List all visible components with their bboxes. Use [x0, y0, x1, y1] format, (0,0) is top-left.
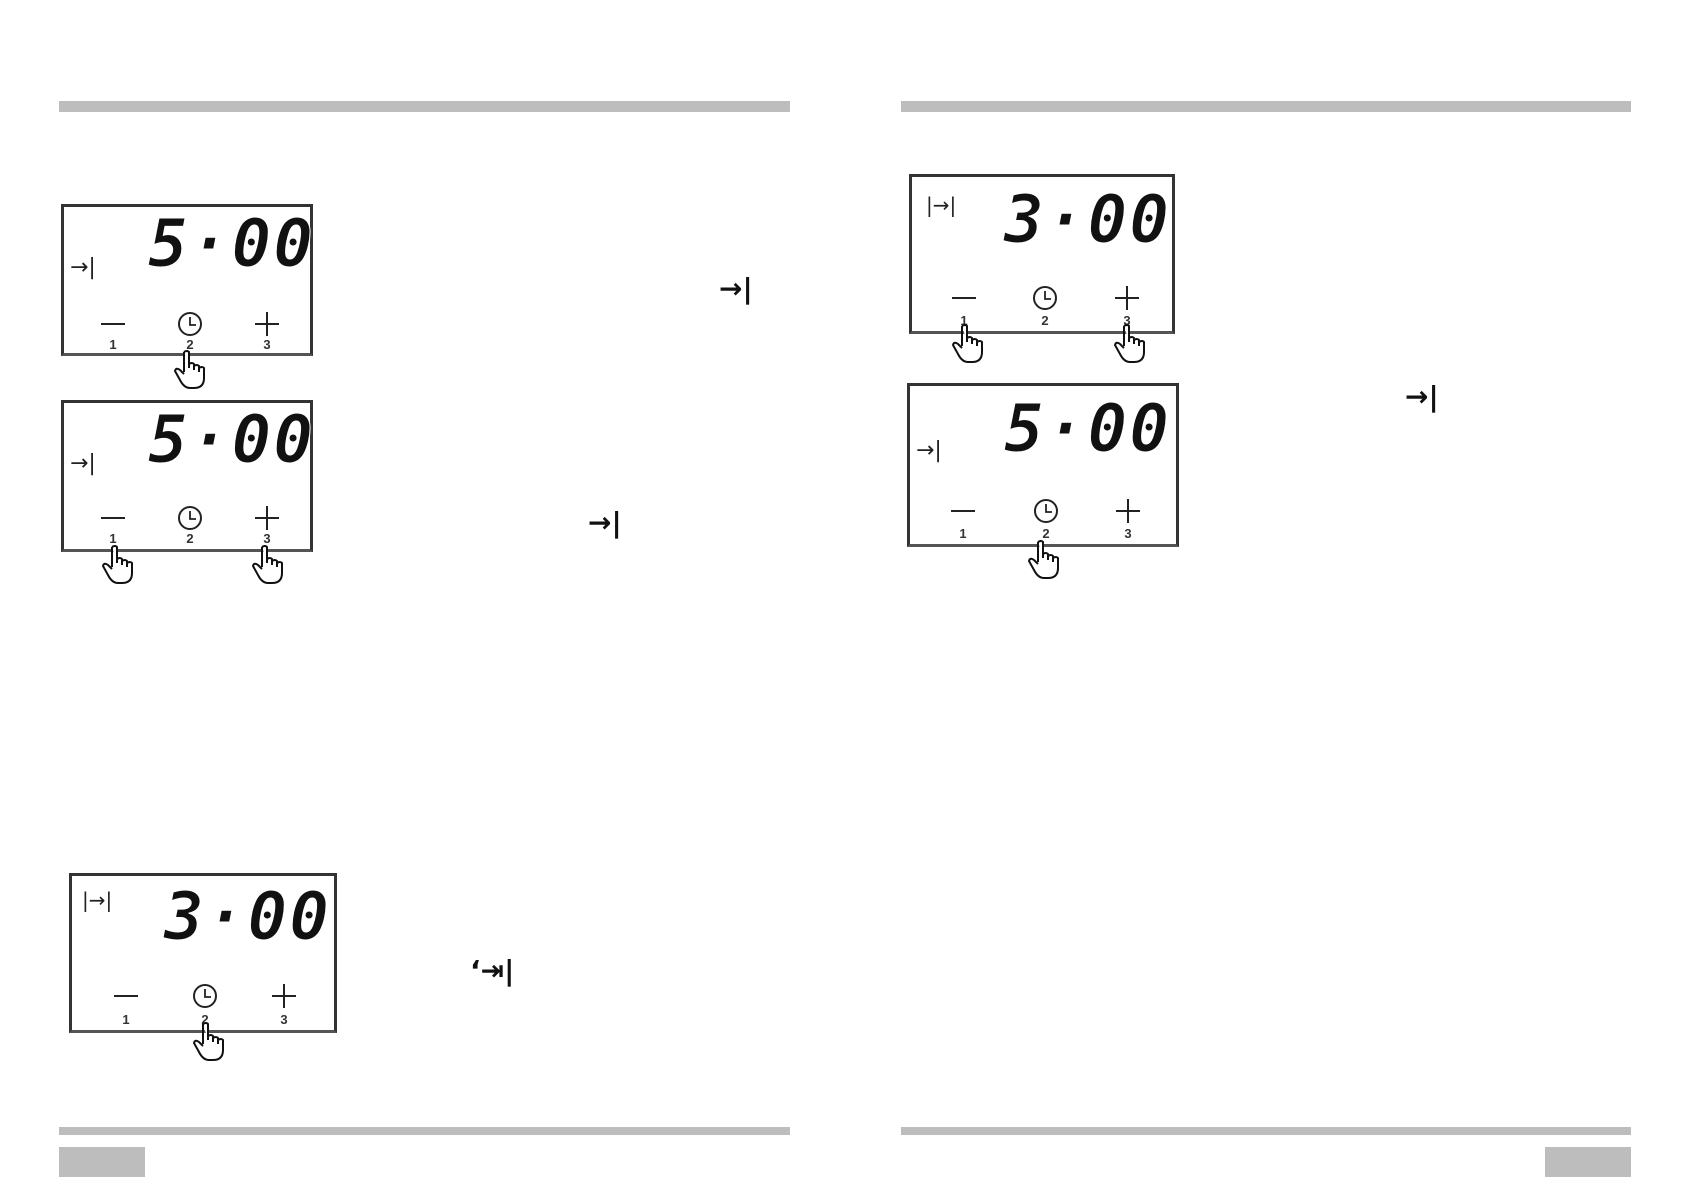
clock-icon[interactable] — [175, 309, 205, 339]
duration-symbol: ‘⇥| — [470, 954, 515, 987]
clock-icon[interactable] — [1030, 283, 1060, 313]
time-readout: 5·00 — [1004, 390, 1171, 467]
time-readout: 3·00 — [164, 878, 331, 955]
end-time-symbol: →| — [1405, 380, 1439, 413]
left-page-number-tab — [59, 1147, 145, 1177]
button-number-1: 1 — [122, 1012, 130, 1027]
button-number-3: 3 — [1124, 526, 1132, 541]
duration-indicator: |→| — [926, 193, 957, 217]
plus-icon[interactable] — [1113, 496, 1143, 526]
button-number-3: 3 — [263, 531, 271, 546]
pointing-hand-icon — [174, 350, 205, 389]
left-page-footer-rule — [59, 1127, 790, 1135]
clock-icon[interactable] — [175, 503, 205, 533]
plus-icon[interactable] — [252, 309, 282, 339]
time-readout: 5·00 — [148, 205, 315, 282]
minus-icon[interactable] — [98, 503, 128, 533]
pointing-hand-icon — [1114, 324, 1145, 363]
end-time-indicator: →| — [70, 255, 96, 280]
end-time-symbol: →| — [588, 506, 622, 539]
end-time-indicator: →| — [70, 451, 96, 476]
minus-icon[interactable] — [949, 283, 979, 313]
end-time-symbol: →| — [719, 272, 753, 305]
clock-icon[interactable] — [190, 981, 220, 1011]
minus-icon[interactable] — [111, 981, 141, 1011]
pointing-hand-icon — [1028, 540, 1059, 579]
left-page-header-rule — [59, 101, 790, 112]
button-number-3: 3 — [263, 337, 271, 352]
pointing-hand-icon — [193, 1022, 224, 1061]
timer-display-panel: |→| 3·00 1 2 3 — [909, 174, 1175, 334]
button-number-3: 3 — [1123, 313, 1131, 328]
button-number-2: 2 — [1041, 313, 1049, 328]
right-page-number-tab — [1545, 1147, 1631, 1177]
button-number-1: 1 — [109, 531, 117, 546]
duration-indicator: |→| — [82, 888, 113, 912]
button-number-2: 2 — [1042, 526, 1050, 541]
timer-display-panel: →| 5·00 1 2 3 — [907, 383, 1179, 547]
minus-icon[interactable] — [948, 496, 978, 526]
end-time-indicator: →| — [916, 438, 942, 463]
pointing-hand-icon — [102, 545, 133, 584]
pointing-hand-icon — [952, 324, 983, 363]
right-page-footer-rule — [901, 1127, 1631, 1135]
timer-display-panel: |→| 3·00 1 2 3 — [69, 873, 337, 1033]
time-readout: 5·00 — [148, 401, 315, 478]
time-readout: 3·00 — [1004, 181, 1171, 258]
timer-display-panel: →| 5·00 1 2 3 — [61, 204, 313, 356]
button-number-2: 2 — [201, 1012, 209, 1027]
timer-display-panel: →| 5·00 1 2 3 — [61, 400, 313, 552]
plus-icon[interactable] — [252, 503, 282, 533]
plus-icon[interactable] — [269, 981, 299, 1011]
plus-icon[interactable] — [1112, 283, 1142, 313]
right-page-header-rule — [901, 101, 1631, 112]
button-number-1: 1 — [960, 313, 968, 328]
button-number-3: 3 — [280, 1012, 288, 1027]
minus-icon[interactable] — [98, 309, 128, 339]
button-number-1: 1 — [959, 526, 967, 541]
clock-icon[interactable] — [1031, 496, 1061, 526]
button-number-2: 2 — [186, 337, 194, 352]
button-number-1: 1 — [109, 337, 117, 352]
button-number-2: 2 — [186, 531, 194, 546]
pointing-hand-icon — [252, 545, 283, 584]
